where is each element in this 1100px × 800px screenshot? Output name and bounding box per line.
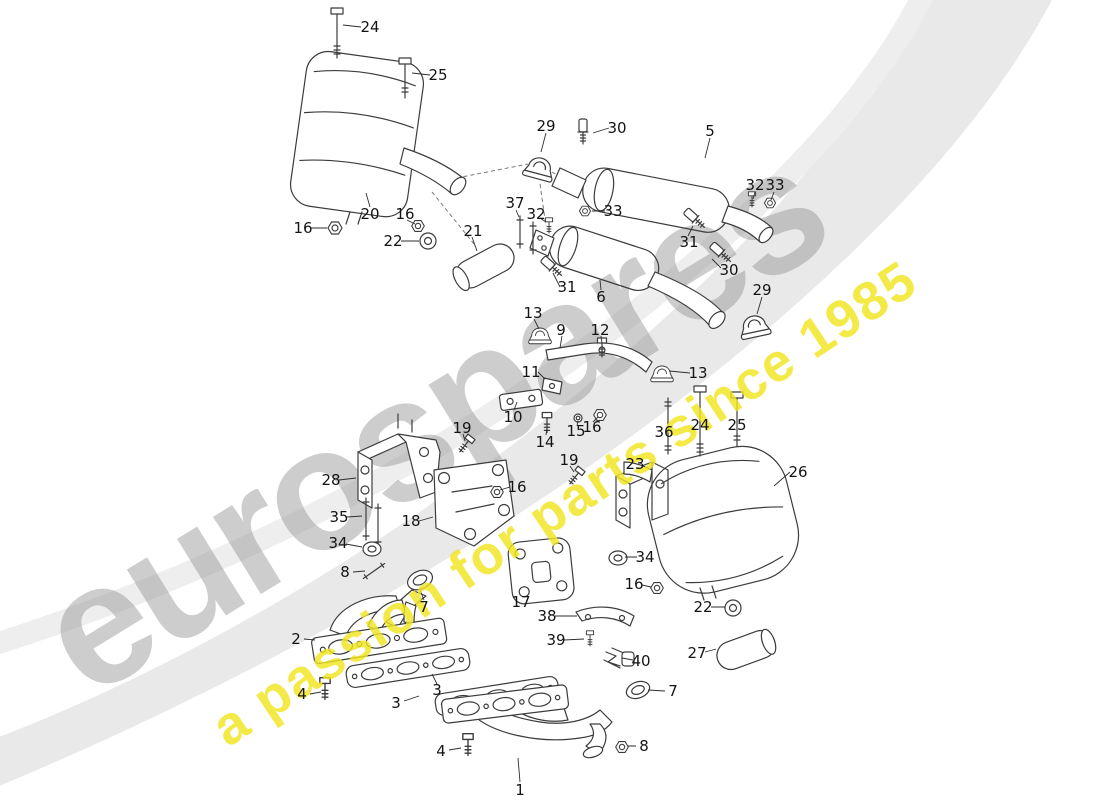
plate-10 [498, 388, 544, 411]
studs-37 [516, 215, 537, 255]
manifold-2 [311, 569, 448, 665]
stud-36 [664, 397, 672, 455]
bracket-38 [575, 606, 635, 627]
flange-7-right [625, 680, 651, 700]
bolt-32-mid [544, 217, 554, 234]
bolt-25-mid [730, 391, 744, 447]
background-swoosh-arc [0, 0, 934, 655]
bolt-39 [585, 630, 595, 647]
flange-7-left [406, 569, 434, 591]
grommet-22-right [724, 599, 742, 617]
clamp-29-top [521, 153, 558, 184]
clip-40 [603, 647, 635, 669]
muffler-26 [623, 445, 800, 601]
background-swoosh [0, 0, 1052, 786]
nut-8-right [615, 741, 629, 753]
catalytic-converter-6 [529, 225, 726, 330]
gasket-3-upper [345, 647, 471, 689]
leader-lines [303, 24, 791, 783]
nut-33-right [763, 197, 777, 209]
bolt-24-mid [693, 385, 707, 457]
manifold-1 [440, 680, 651, 759]
bracket-11 [541, 377, 563, 395]
bolt-25-top [398, 57, 412, 99]
mount-34-left [362, 541, 382, 557]
bracket-18 [433, 459, 515, 547]
washer-15 [573, 413, 583, 423]
nut-33-mid [578, 205, 592, 217]
bolt-4-right [462, 732, 474, 757]
tailpipe-21 [452, 243, 515, 292]
tailpipe-27 [716, 628, 777, 671]
sensor-30-top [577, 118, 589, 145]
bolt-24-top [330, 7, 344, 59]
nut-16-top [411, 220, 425, 232]
mount-34-right [608, 550, 628, 566]
studs-35 [362, 497, 382, 547]
muffler-20 [289, 50, 467, 225]
grommet-22-left [419, 232, 437, 250]
bracket-28 [357, 413, 441, 509]
stud-8-left [362, 562, 386, 580]
nut-16-right [650, 582, 664, 594]
nut-16-center [490, 486, 504, 498]
bracket-17 [507, 537, 575, 605]
nut-16-left [327, 221, 343, 235]
